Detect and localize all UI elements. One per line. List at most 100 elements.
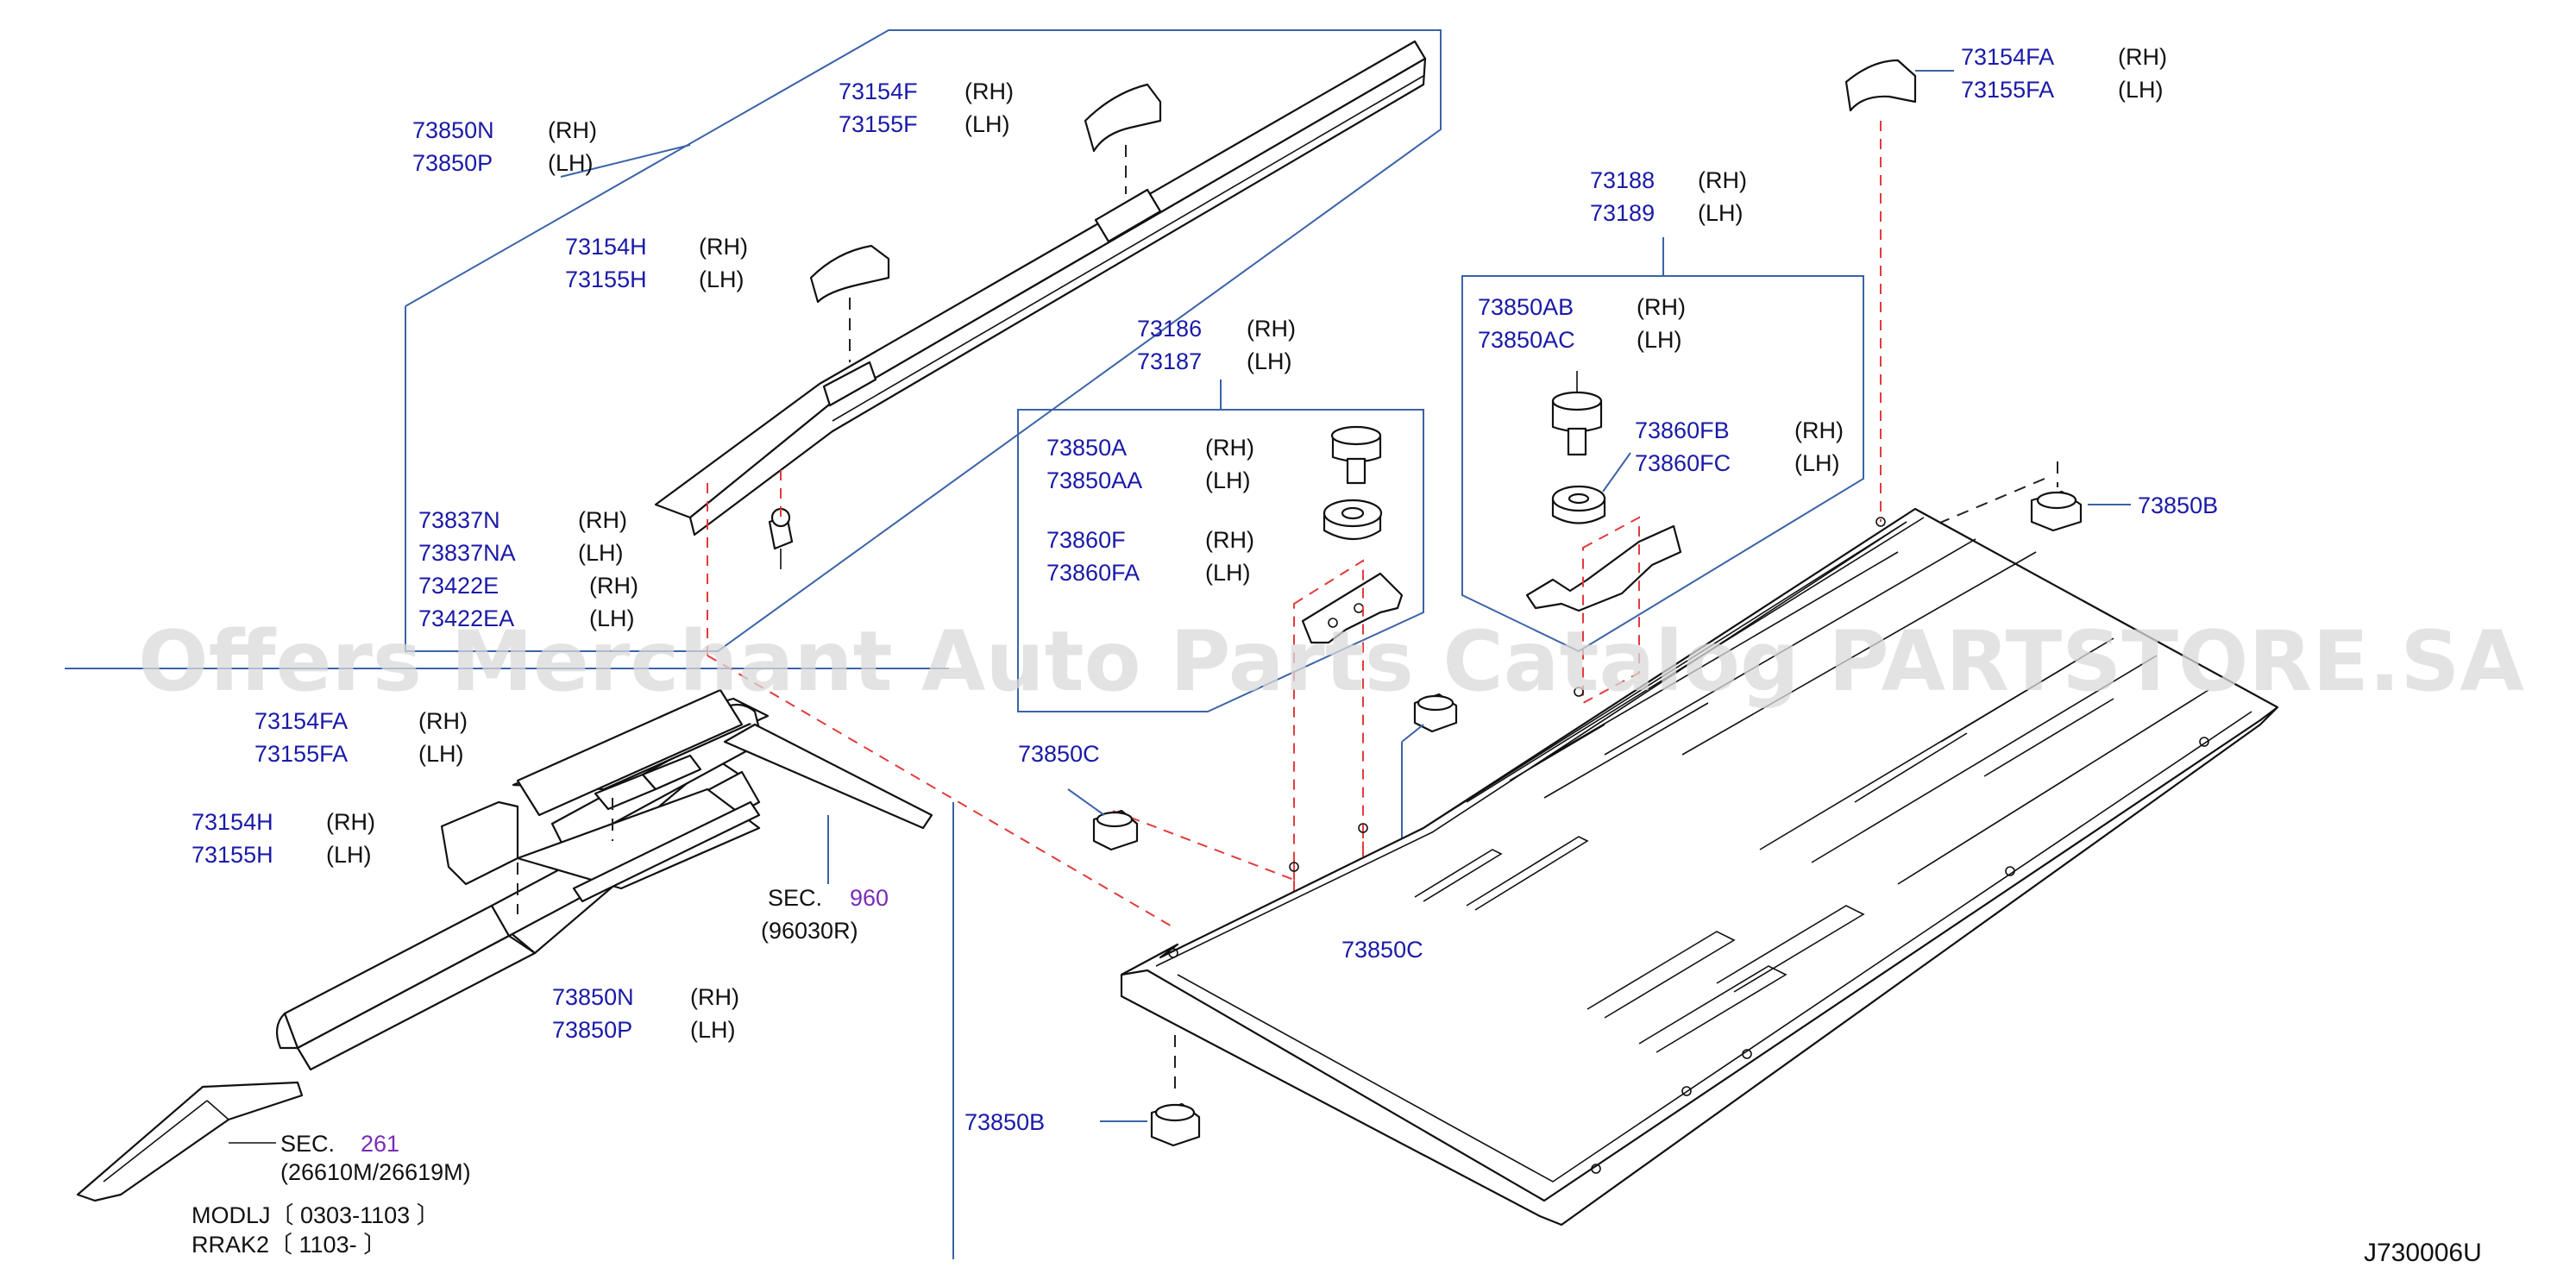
nut-73850b-right — [2030, 490, 2083, 532]
part-side: (RH) — [548, 117, 597, 143]
part-number[interactable]: 73860F — [1046, 527, 1126, 553]
part-number[interactable]: 73188 — [1590, 167, 1655, 193]
bracket-middle — [1301, 572, 1404, 644]
part-side: (RH) — [1205, 527, 1254, 553]
section-sub: (96030R) — [761, 918, 858, 944]
part-side: (RH) — [418, 708, 468, 734]
part-number[interactable]: 73155H — [565, 267, 647, 292]
part-number[interactable]: 73422EA — [418, 605, 514, 631]
part-side: (RH) — [578, 507, 627, 533]
part-number[interactable]: 73860FA — [1046, 560, 1140, 586]
part-side: (RH) — [589, 573, 638, 599]
part-number[interactable]: 73850A — [1046, 435, 1127, 461]
roof-panel — [1120, 507, 2279, 1227]
part-side: (RH) — [1698, 167, 1747, 193]
part-number[interactable]: 73155FA — [254, 741, 348, 767]
part-number[interactable]: 73850B — [2138, 493, 2218, 518]
section-references: SEC. 960 (96030R) SEC. 261 (26610M/26619… — [280, 885, 889, 1185]
diagram-code: J730006U — [2364, 1239, 2482, 1267]
part-number[interactable]: 73155F — [839, 111, 918, 137]
part-number[interactable]: 73187 — [1137, 348, 1202, 374]
guide-line — [1112, 810, 1295, 881]
callouts: 73850N (RH) 73850P (LH) 73154F (RH) 7315… — [192, 44, 2218, 1135]
section-title: SEC. — [768, 885, 822, 911]
nut-73850b-bottom — [1150, 1102, 1201, 1147]
part-side: (LH) — [1794, 450, 1840, 476]
bolt-73850a — [1330, 425, 1382, 485]
part-number[interactable]: 73837NA — [418, 540, 516, 566]
roof-rail-lower — [275, 697, 770, 1071]
part-side: (LH) — [964, 111, 1010, 137]
part-side: (RH) — [699, 234, 748, 260]
washer-73860fb — [1551, 485, 1606, 524]
part-number[interactable]: 73154H — [192, 809, 273, 835]
watermark: Offers Merchant Auto Parts Catalog PARTS… — [138, 613, 2524, 710]
part-side: (LH) — [589, 605, 635, 631]
part-number[interactable]: 73850AC — [1478, 327, 1575, 353]
part-side: (RH) — [1247, 316, 1296, 342]
section-title: SEC. — [280, 1131, 335, 1157]
part-side: (LH) — [699, 267, 745, 292]
leader-line — [1401, 724, 1424, 743]
part-number[interactable]: 73154F — [839, 78, 918, 104]
part-number[interactable]: 73154FA — [1961, 44, 2054, 70]
leader-line — [1067, 788, 1105, 816]
rail-cap-rear — [809, 244, 890, 304]
bracket-group-outline — [1017, 409, 1424, 712]
part-number[interactable]: 73154FA — [254, 708, 348, 734]
part-side: (LH) — [578, 540, 624, 566]
leader-line — [1602, 452, 1631, 493]
part-number[interactable]: 73850AB — [1478, 294, 1574, 320]
roof-rail-upper — [654, 40, 1427, 536]
part-number[interactable]: 73850AA — [1046, 467, 1142, 493]
rail-cap-front — [1084, 83, 1162, 153]
washer-73860f — [1323, 499, 1383, 540]
part-number[interactable]: 73189 — [1590, 200, 1655, 226]
part-number[interactable]: 73850P — [412, 150, 493, 176]
part-number[interactable]: 73860FB — [1635, 417, 1730, 443]
sec960-panel — [723, 723, 933, 830]
part-number[interactable]: 73155FA — [1961, 77, 2054, 103]
part-number[interactable]: 73154H — [565, 234, 647, 260]
part-number[interactable]: 73850P — [552, 1017, 632, 1043]
part-number[interactable]: 73850C — [1018, 741, 1100, 767]
part-side: (LH) — [326, 842, 372, 868]
part-side: (LH) — [1247, 348, 1292, 374]
part-side: (RH) — [326, 809, 375, 835]
part-number[interactable]: 73850B — [964, 1109, 1045, 1135]
part-number[interactable]: 73837N — [418, 507, 500, 533]
part-number[interactable]: 73850C — [1341, 937, 1423, 963]
bracket-group-right-outline — [1461, 275, 1864, 653]
part-number[interactable]: 73850N — [552, 984, 634, 1010]
nut-73850c-right — [1413, 693, 1458, 733]
bracket-right — [1525, 524, 1682, 612]
rail-group-outline — [405, 29, 1442, 652]
part-number[interactable]: 73186 — [1137, 316, 1202, 342]
guide-box — [1582, 516, 1640, 705]
part-side: (RH) — [964, 78, 1014, 104]
part-side: (LH) — [2118, 77, 2164, 103]
leader-line — [560, 144, 691, 178]
section-sub: (26610M/26619M) — [280, 1159, 471, 1185]
part-side: (RH) — [2118, 44, 2167, 70]
part-side: (LH) — [1637, 327, 1682, 353]
line-art — [65, 29, 2279, 1259]
rail-end-cover — [76, 1081, 304, 1202]
part-number[interactable]: 73860FC — [1635, 450, 1731, 476]
part-number[interactable]: 73422E — [418, 573, 499, 599]
part-number[interactable]: 73155H — [192, 842, 273, 868]
model-note-line-1: MODLJ〔 0303-1103 〕 — [192, 1202, 440, 1228]
bolt-73850ab — [1551, 391, 1603, 456]
front-cover-h — [440, 800, 519, 886]
part-side: (LH) — [1205, 560, 1251, 586]
part-number[interactable]: 73850N — [412, 117, 494, 143]
part-side: (LH) — [418, 741, 464, 767]
part-side: (RH) — [1637, 294, 1686, 320]
section-number[interactable]: 960 — [850, 885, 889, 911]
part-side: (RH) — [690, 984, 739, 1010]
model-note-line-2: RRAK2〔 1103- 〕 — [192, 1232, 386, 1258]
section-number[interactable]: 261 — [361, 1131, 399, 1157]
part-side: (RH) — [1205, 435, 1254, 461]
